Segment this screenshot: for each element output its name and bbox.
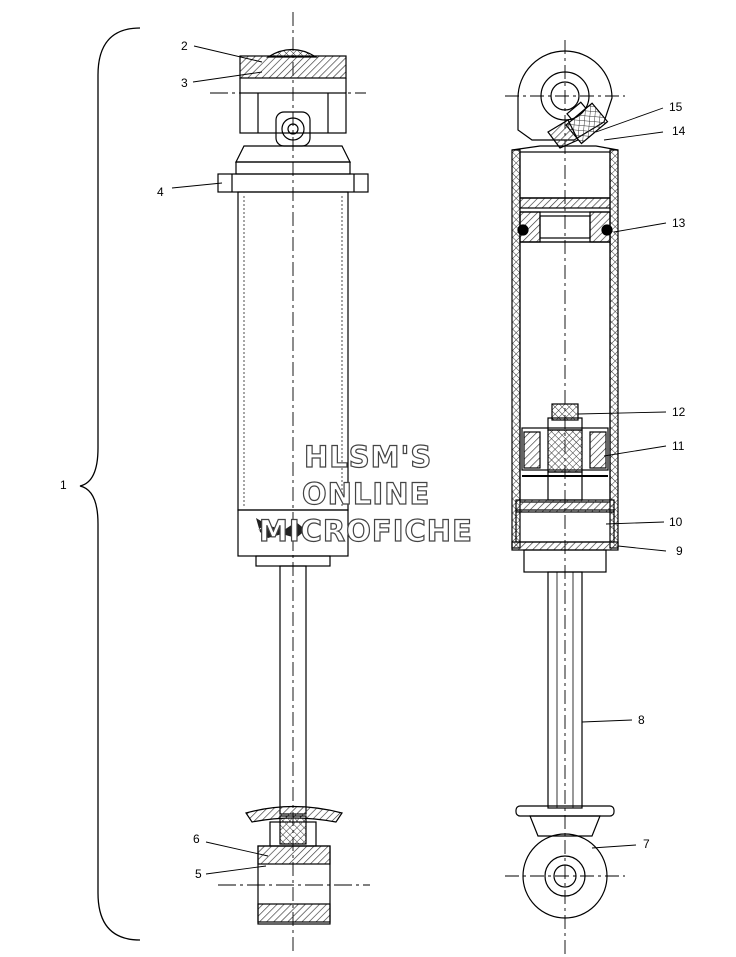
fox-logo (256, 518, 306, 538)
shock-exterior-view (210, 12, 370, 955)
callout-1: 1 (60, 478, 67, 492)
callout-11: 11 (672, 439, 685, 453)
leader-5 (205, 865, 267, 875)
top-eye (517, 50, 613, 141)
callout-14: 14 (672, 124, 686, 138)
leader-10 (605, 521, 665, 525)
leader-6 (205, 841, 269, 857)
shaft-nut (551, 403, 579, 421)
callout-10: 10 (669, 515, 683, 529)
watermark-line-2: ONLINE (301, 477, 431, 511)
top-mount-block (239, 92, 347, 134)
leader-14 (603, 131, 664, 141)
top-cap (239, 55, 347, 79)
callout-9: 9 (676, 544, 683, 558)
leader-2 (193, 45, 263, 63)
leader-lines (171, 45, 667, 875)
leader-7 (591, 844, 637, 849)
end-cap (511, 541, 619, 551)
shaft-cutaway (547, 571, 583, 809)
callout-5: 5 (195, 867, 202, 881)
shock-cutaway-view (505, 40, 625, 955)
callout-15: 15 (669, 100, 683, 114)
outer-tube-left-wall (511, 149, 521, 549)
top-bump (265, 48, 319, 58)
watermark-line-3: MICROFICHE (258, 514, 473, 548)
callout-13: 13 (672, 216, 686, 230)
leader-11 (603, 445, 667, 457)
callout-8: 8 (638, 713, 645, 727)
callout-6: 6 (193, 832, 200, 846)
callout-7: 7 (643, 837, 650, 851)
callout-12: 12 (672, 405, 686, 419)
piston-oring-right (601, 224, 613, 236)
piston-oring-left (517, 224, 529, 236)
assembly-brace (79, 27, 141, 941)
bumper-cup (245, 805, 343, 823)
watermark-line-1: HLSM'S (303, 440, 433, 474)
leader-3 (192, 71, 263, 83)
leader-8 (581, 719, 633, 723)
leader-13 (613, 222, 667, 233)
leader-4 (171, 182, 223, 189)
leader-12 (577, 411, 667, 415)
leader-9 (617, 545, 667, 552)
callout-3: 3 (181, 76, 188, 90)
callout-2: 2 (181, 39, 188, 53)
leader-15 (595, 107, 664, 133)
outer-tube-right-wall (609, 149, 619, 549)
callout-4: 4 (157, 185, 164, 199)
